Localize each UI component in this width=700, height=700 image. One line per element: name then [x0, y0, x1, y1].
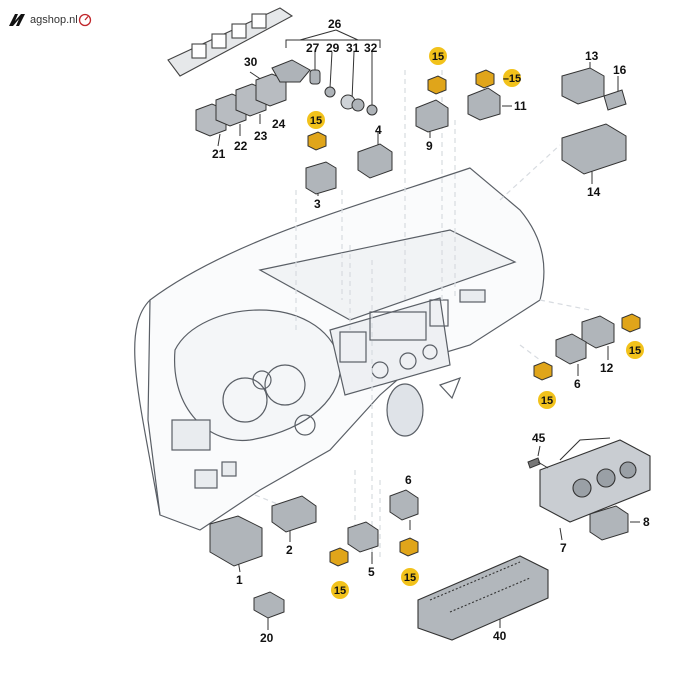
highlight-label-2: –15 [503, 73, 521, 85]
highlight-badge-7 [401, 568, 419, 586]
highlighted-switch-5 [533, 361, 553, 381]
highlight-label-3: 15 [310, 115, 322, 127]
part-label-22: 22 [234, 139, 248, 153]
leader-dashes [254, 70, 591, 560]
highlight-badge-2 [503, 69, 521, 87]
highlight-badge-4 [626, 341, 644, 359]
part-label-16: 16 [613, 63, 627, 77]
highlighted-switch-1 [427, 75, 447, 95]
connector-parts [271, 59, 378, 116]
highlight-badge-1 [429, 47, 447, 65]
switch-components [209, 67, 629, 619]
part-label-7: 7 [560, 541, 567, 555]
part-label-5: 5 [368, 565, 375, 579]
brand-name: agshop.nl [30, 14, 78, 26]
part-label-32: 32 [364, 41, 378, 55]
part-label-21: 21 [212, 147, 226, 161]
part-label-13: 13 [585, 49, 599, 63]
part-numbers: 24 23 22 21 30 26 27 29 31 32 4 3 9 11 1… [212, 17, 650, 645]
part-label-11: 11 [514, 99, 527, 113]
part-label-27: 27 [306, 41, 320, 55]
part-label-29: 29 [326, 41, 340, 55]
part-label-14: 14 [587, 185, 601, 199]
highlighted-switch-2 [475, 69, 495, 89]
highlighted-switch-6 [329, 547, 349, 567]
part-label-40: 40 [493, 629, 507, 643]
highlight-label-4: 15 [629, 345, 641, 357]
brand-logo[interactable]: agshop.nl [8, 10, 92, 30]
brand-mark-icon [9, 14, 25, 26]
dashboard-illustration [134, 167, 545, 531]
gauge-icon [78, 13, 91, 27]
part-label-6b: 6 [405, 473, 412, 487]
highlight-label-1: 15 [432, 51, 444, 63]
screw-part [527, 457, 549, 469]
part-label-24: 24 [272, 117, 286, 131]
part-label-12: 12 [600, 361, 614, 375]
top-switch-panel [167, 7, 294, 77]
climate-control [539, 437, 651, 523]
switch-bank [195, 73, 287, 137]
highlight-label-7: 15 [404, 572, 416, 584]
part-label-20: 20 [260, 631, 274, 645]
part-label-8: 8 [643, 515, 650, 529]
highlight-label-5: 15 [541, 395, 553, 407]
part-label-30: 30 [244, 55, 258, 69]
control-unit [417, 555, 549, 641]
highlight-label-6: 15 [334, 585, 346, 597]
part-label-4: 4 [375, 123, 382, 137]
part-label-6a: 6 [574, 377, 581, 391]
highlight-badge-5 [538, 391, 556, 409]
part-label-45: 45 [532, 431, 546, 445]
highlight-badge-6 [331, 581, 349, 599]
part-label-31: 31 [346, 41, 360, 55]
highlighted-switch-3 [307, 131, 327, 151]
part-label-26: 26 [328, 17, 342, 31]
highlighted-switch-7 [399, 537, 419, 557]
highlighted-switch-4 [621, 313, 641, 333]
part-label-3: 3 [314, 197, 321, 211]
highlight-badge-3 [307, 111, 325, 129]
part-label-23: 23 [254, 129, 268, 143]
part-label-2: 2 [286, 543, 293, 557]
part-label-9: 9 [426, 139, 433, 153]
highlighted-parts: 15 –15 15 15 15 15 15 [307, 47, 644, 599]
part-label-1: 1 [236, 573, 243, 587]
